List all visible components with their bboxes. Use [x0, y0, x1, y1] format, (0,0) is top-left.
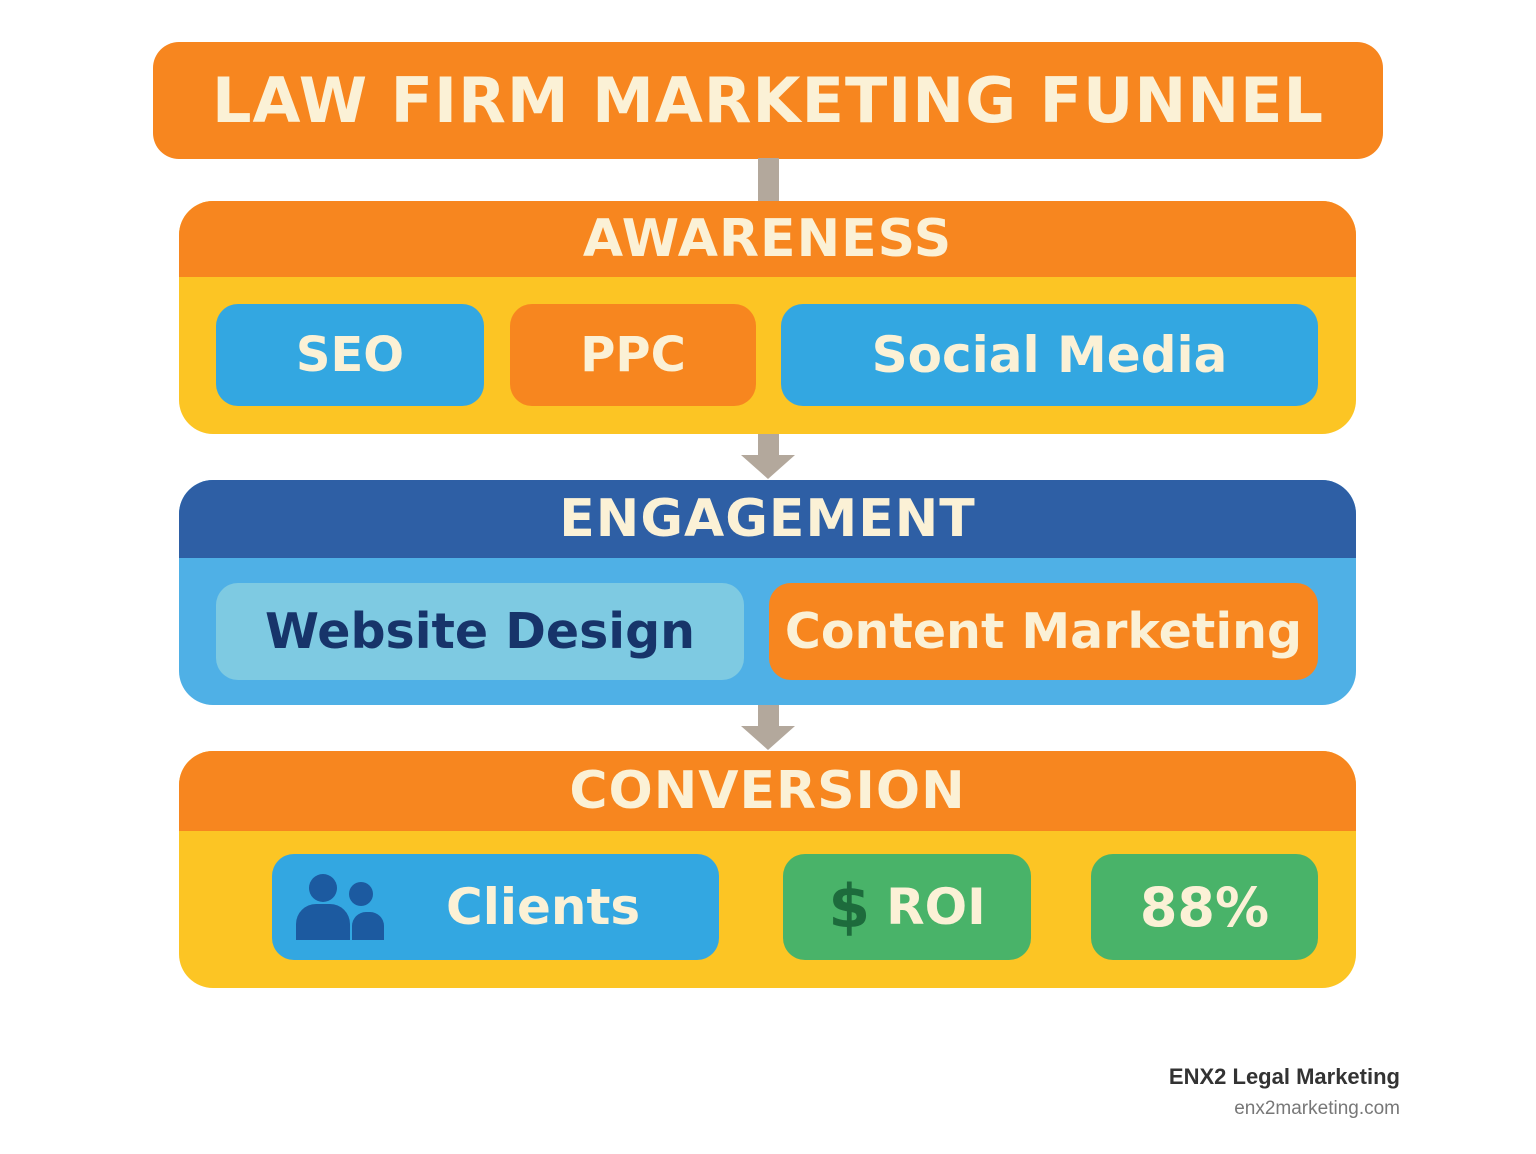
chip-percentage: 88%: [1091, 854, 1318, 960]
stage-conversion: CONVERSION Clients $ ROI 88%: [179, 751, 1356, 988]
credit-url: enx2marketing.com: [1234, 1098, 1400, 1119]
stage-engagement-body: Website Design Content Marketing: [179, 558, 1356, 705]
chip-roi: $ ROI: [783, 854, 1031, 960]
dollar-sign-icon: $: [828, 872, 871, 942]
chip-percentage-label: 88%: [1139, 875, 1270, 939]
arrow-down-icon: [741, 455, 795, 479]
chip-seo: SEO: [216, 304, 484, 406]
chip-ppc: PPC: [510, 304, 756, 406]
stage-engagement: ENGAGEMENT Website Design Content Market…: [179, 480, 1356, 705]
connector-awareness-engagement: [758, 434, 779, 456]
stage-awareness-header: AWARENESS: [179, 201, 1356, 277]
chip-website-design: Website Design: [216, 583, 744, 680]
funnel-title: LAW FIRM MARKETING FUNNEL: [212, 64, 1324, 137]
chip-social-media-label: Social Media: [871, 326, 1228, 384]
stage-awareness: AWARENESS SEO PPC Social Media: [179, 201, 1356, 434]
users-icon: [294, 872, 386, 942]
chip-seo-label: SEO: [295, 327, 405, 383]
stage-engagement-header: ENGAGEMENT: [179, 480, 1356, 558]
stage-conversion-header: CONVERSION: [179, 751, 1356, 831]
connector-title-awareness: [758, 158, 779, 202]
stage-engagement-title: ENGAGEMENT: [559, 489, 976, 549]
stage-conversion-body: Clients $ ROI 88%: [179, 831, 1356, 988]
chip-ppc-label: PPC: [580, 327, 686, 383]
arrow-down-icon: [741, 726, 795, 750]
chip-content-marketing: Content Marketing: [769, 583, 1318, 680]
stage-awareness-body: SEO PPC Social Media: [179, 277, 1356, 434]
chip-clients: Clients: [272, 854, 719, 960]
stage-conversion-title: CONVERSION: [569, 761, 966, 821]
stage-awareness-title: AWARENESS: [582, 209, 953, 269]
chip-website-design-label: Website Design: [264, 603, 696, 660]
chip-social-media: Social Media: [781, 304, 1318, 406]
chip-content-marketing-label: Content Marketing: [784, 603, 1303, 660]
connector-engagement-conversion: [758, 705, 779, 727]
chip-clients-label: Clients: [446, 878, 641, 936]
credit-company-name: ENX2 Legal Marketing: [1168, 1064, 1400, 1089]
funnel-title-banner: LAW FIRM MARKETING FUNNEL: [153, 42, 1383, 159]
chip-roi-label: ROI: [886, 878, 986, 936]
